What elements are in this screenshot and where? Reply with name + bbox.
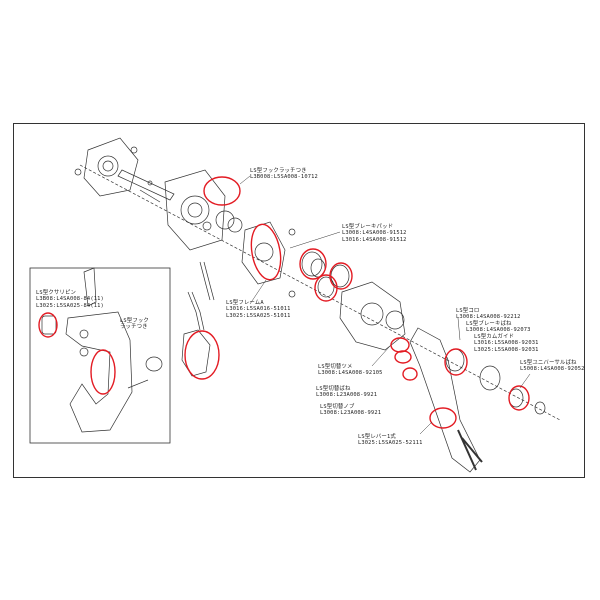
lever-part	[409, 327, 483, 473]
leader-roller	[457, 317, 461, 341]
chain-hook-part	[181, 329, 211, 377]
diagram-frame	[13, 123, 585, 478]
shaft-part	[117, 169, 175, 203]
housing-part	[339, 281, 406, 351]
highlight-hook-latch	[203, 176, 241, 206]
callout-brake-spring: LS型ブレーキばね L3008:L4SA008-92073	[466, 321, 531, 334]
highlight-switch-knob	[402, 367, 418, 381]
leader-frame-a	[249, 279, 267, 305]
leader-brake-pawl	[289, 231, 341, 249]
chain-part	[187, 261, 215, 331]
callout-lever: LS型レバー1式 L3025:L5SA025-52111	[358, 434, 423, 447]
callout-switch-knob: LS型切替ノブ L3008:L23A008-9921	[320, 404, 382, 417]
callout-frame-a: LS型フレームA L3016:L5SA016-51011 L3025:L5SA0…	[226, 300, 291, 319]
leader-lever	[419, 421, 433, 435]
callout-brake-pawl: LS型ブレーキパッド L3008:L4SA008-91512 L3016:L4S…	[342, 224, 407, 243]
side-plate-part	[74, 137, 139, 197]
leader-switch-claw	[371, 345, 391, 367]
callout-switch-spring: LS型切替ばね L3008:L23A008-9921	[316, 386, 378, 399]
inset-hook-drawing	[41, 267, 163, 433]
callout-universal-spring: LS型ユニバーサルばね L5008:L4SA008-92052	[520, 360, 585, 373]
highlight-inset-hook	[90, 349, 116, 395]
leader-hook-latch	[239, 175, 251, 185]
hook-detail-inset	[29, 267, 171, 444]
highlight-roller	[444, 348, 468, 376]
highlight-switch-spring	[394, 350, 412, 364]
highlight-brake-disc-3	[314, 274, 338, 302]
highlight-lever	[429, 407, 457, 429]
callout-hook-latch: LS型フックラッチつき L3B008:L5SA008-10712	[250, 168, 318, 181]
highlight-universal-spring	[508, 385, 530, 411]
frame-a-part	[241, 221, 296, 298]
highlight-chain-hook	[184, 330, 220, 380]
highlight-frame-a	[250, 223, 282, 281]
pin-label: LS型クサリピン L3B08:L4SA008-84(11) L3025:L5SA…	[36, 290, 104, 309]
highlight-switch-claw	[390, 337, 410, 353]
highlight-brake-disc-1	[299, 248, 327, 280]
leader-universal-spring	[519, 373, 531, 389]
callout-roller: LS型コロ L3008:L4SA008-92212	[456, 308, 521, 321]
callout-cam-guide: LS型カムガイド L3016:L5SA008-92031 L3025:L5SA0…	[474, 334, 539, 353]
callout-switch-claw: LS型切替ツメ L3008:L4SA008-92105	[318, 364, 383, 377]
gear-plate-part	[164, 169, 243, 251]
assembly-axis	[79, 164, 561, 421]
hook-label: LS型フック ラッチつき	[120, 318, 149, 331]
cam-guide-parts	[445, 348, 546, 415]
highlight-pin	[38, 312, 58, 338]
